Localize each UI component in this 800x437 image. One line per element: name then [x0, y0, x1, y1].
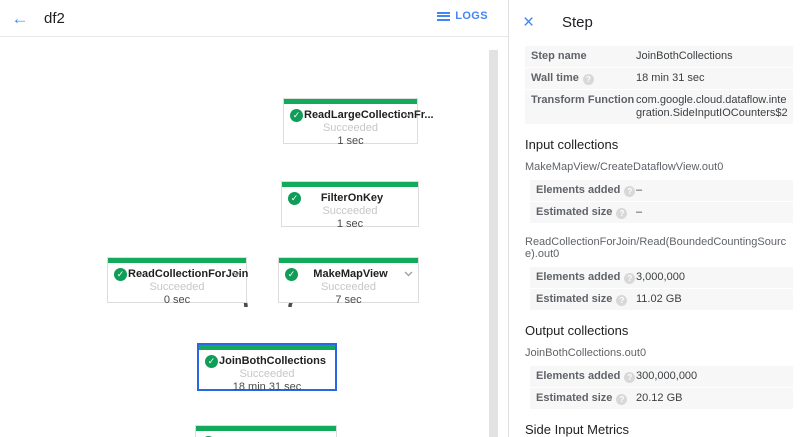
elements-added-row: Elements added? 3,000,000	[530, 267, 793, 288]
help-icon[interactable]: ?	[624, 273, 636, 284]
close-icon[interactable]: ×	[523, 11, 535, 33]
node-title: ReadLargeCollectionFr...	[304, 109, 434, 121]
field-label: Wall time?	[531, 72, 636, 85]
graph-panel: ← df2 LOGS	[0, 0, 509, 437]
graph-node-readcollectionforjoin[interactable]: ✓ ReadCollectionForJoin Succeeded 0 sec	[107, 257, 249, 306]
collection-name: MakeMapView/CreateDataflowView.out0	[525, 161, 724, 173]
chevron-down-icon[interactable]	[403, 109, 412, 121]
node-status-bar	[284, 99, 417, 104]
help-icon[interactable]: ?	[582, 74, 594, 85]
help-icon[interactable]: ?	[624, 186, 636, 197]
graph-node-joinbothcollections[interactable]: ✓ JoinBothCollections Succeeded 18 min 3…	[197, 343, 337, 393]
chevron-down-icon[interactable]	[232, 268, 241, 280]
estimated-size-row: Estimated size? 11.02 GB	[530, 289, 793, 310]
node-title: FilterOnKey	[320, 192, 384, 204]
graph-node-readlargecollection[interactable]: ✓ ReadLargeCollectionFr... Succeeded 1 s…	[283, 98, 434, 147]
field-label: Transform Function	[531, 94, 635, 106]
field-value: –	[636, 184, 643, 196]
field-label: Estimated size?	[536, 206, 636, 219]
field-value: JoinBothCollections	[636, 50, 733, 62]
node-status-bar	[196, 426, 336, 431]
job-graph-canvas[interactable]: ✓ ReadLargeCollectionFr... Succeeded 1 s…	[0, 37, 489, 437]
help-icon[interactable]: ?	[616, 295, 628, 306]
field-value: 20.12 GB	[636, 392, 683, 404]
field-label: Elements added?	[536, 370, 636, 383]
node-time: 1 sec	[337, 135, 364, 147]
transform-function-row: Transform Function com.google.cloud.data…	[525, 90, 793, 124]
node-title: ReadCollectionForJoin	[128, 268, 249, 280]
succeeded-check-icon: ✓	[290, 109, 303, 122]
graph-node-makemapview[interactable]: ✓ MakeMapView Succeeded 7 sec	[278, 257, 419, 306]
field-value: 300,000,000	[636, 370, 698, 382]
graph-scrollbar[interactable]	[489, 50, 498, 437]
node-status: Succeeded	[322, 122, 379, 134]
node-title: MakeMapView	[313, 268, 388, 280]
job-title: df2	[44, 9, 65, 27]
field-label: Step name	[531, 50, 587, 62]
graph-node-filteronkey[interactable]: ✓ FilterOnKey Succeeded 1 sec	[281, 181, 419, 230]
node-status-bar	[108, 258, 246, 263]
node-time: 7 sec	[335, 294, 362, 306]
chevron-down-icon[interactable]	[404, 268, 413, 280]
node-time: 1 sec	[336, 218, 364, 230]
side-input-metrics-heading: Side Input Metrics	[525, 422, 630, 437]
step-panel-body: Step name JoinBothCollections Wall time?…	[510, 44, 800, 437]
help-icon[interactable]: ?	[616, 394, 628, 405]
step-details-panel: × Step Step name JoinBothCollections Wal…	[510, 0, 800, 437]
field-label: Elements added?	[536, 271, 636, 284]
field-value: 11.02 GB	[636, 293, 682, 305]
node-status: Succeeded	[149, 281, 205, 293]
help-icon[interactable]: ?	[624, 372, 636, 383]
collection-name: JoinBothCollections.out0	[525, 347, 647, 359]
node-time: 18 min 31 sec	[232, 381, 302, 393]
node-status: Succeeded	[239, 368, 295, 380]
step-panel-header: × Step	[510, 0, 800, 44]
input-collections-heading: Input collections	[525, 137, 619, 152]
node-status-bar	[282, 182, 418, 187]
help-icon[interactable]: ?	[616, 208, 628, 219]
succeeded-check-icon: ✓	[205, 355, 218, 368]
logs-list-icon	[437, 11, 451, 21]
back-button[interactable]: ←	[11, 8, 29, 28]
field-label: Estimated size?	[536, 392, 636, 405]
elements-added-row: Elements added? 300,000,000	[530, 366, 793, 387]
wall-time-row: Wall time? 18 min 31 sec	[525, 68, 793, 89]
estimated-size-row: Estimated size? 20.12 GB	[530, 388, 793, 409]
field-label: Estimated size?	[536, 293, 636, 306]
node-status-bar	[279, 258, 418, 263]
job-toolbar: ← df2 LOGS	[0, 0, 508, 37]
logs-button[interactable]: LOGS	[437, 10, 488, 22]
graph-node-outputthejoinedcollection[interactable]: ✓ OutputTheJoinedCollec... Succeeded 18 …	[195, 425, 349, 437]
field-value: com.google.cloud.dataflow.integration.Si…	[636, 94, 788, 119]
node-time: 0 sec	[163, 294, 191, 306]
step-name-row: Step name JoinBothCollections	[525, 46, 793, 67]
node-title: JoinBothCollections	[219, 355, 326, 367]
field-value: 3,000,000	[636, 271, 685, 283]
elements-added-row: Elements added? –	[530, 180, 793, 201]
succeeded-check-icon: ✓	[288, 192, 301, 205]
panel-title: Step	[562, 13, 593, 31]
field-value: –	[636, 206, 643, 218]
logs-button-label: LOGS	[455, 10, 488, 22]
succeeded-check-icon: ✓	[285, 268, 298, 281]
output-collections-heading: Output collections	[525, 323, 629, 338]
field-value: 18 min 31 sec	[636, 72, 705, 84]
node-status-bar	[199, 345, 335, 350]
node-status: Succeeded	[322, 205, 378, 217]
node-status: Succeeded	[320, 281, 377, 293]
succeeded-check-icon: ✓	[114, 268, 127, 281]
collection-name: ReadCollectionForJoin/Read(BoundedCounti…	[525, 236, 787, 260]
field-label: Elements added?	[536, 184, 636, 197]
estimated-size-row: Estimated size? –	[530, 202, 793, 223]
